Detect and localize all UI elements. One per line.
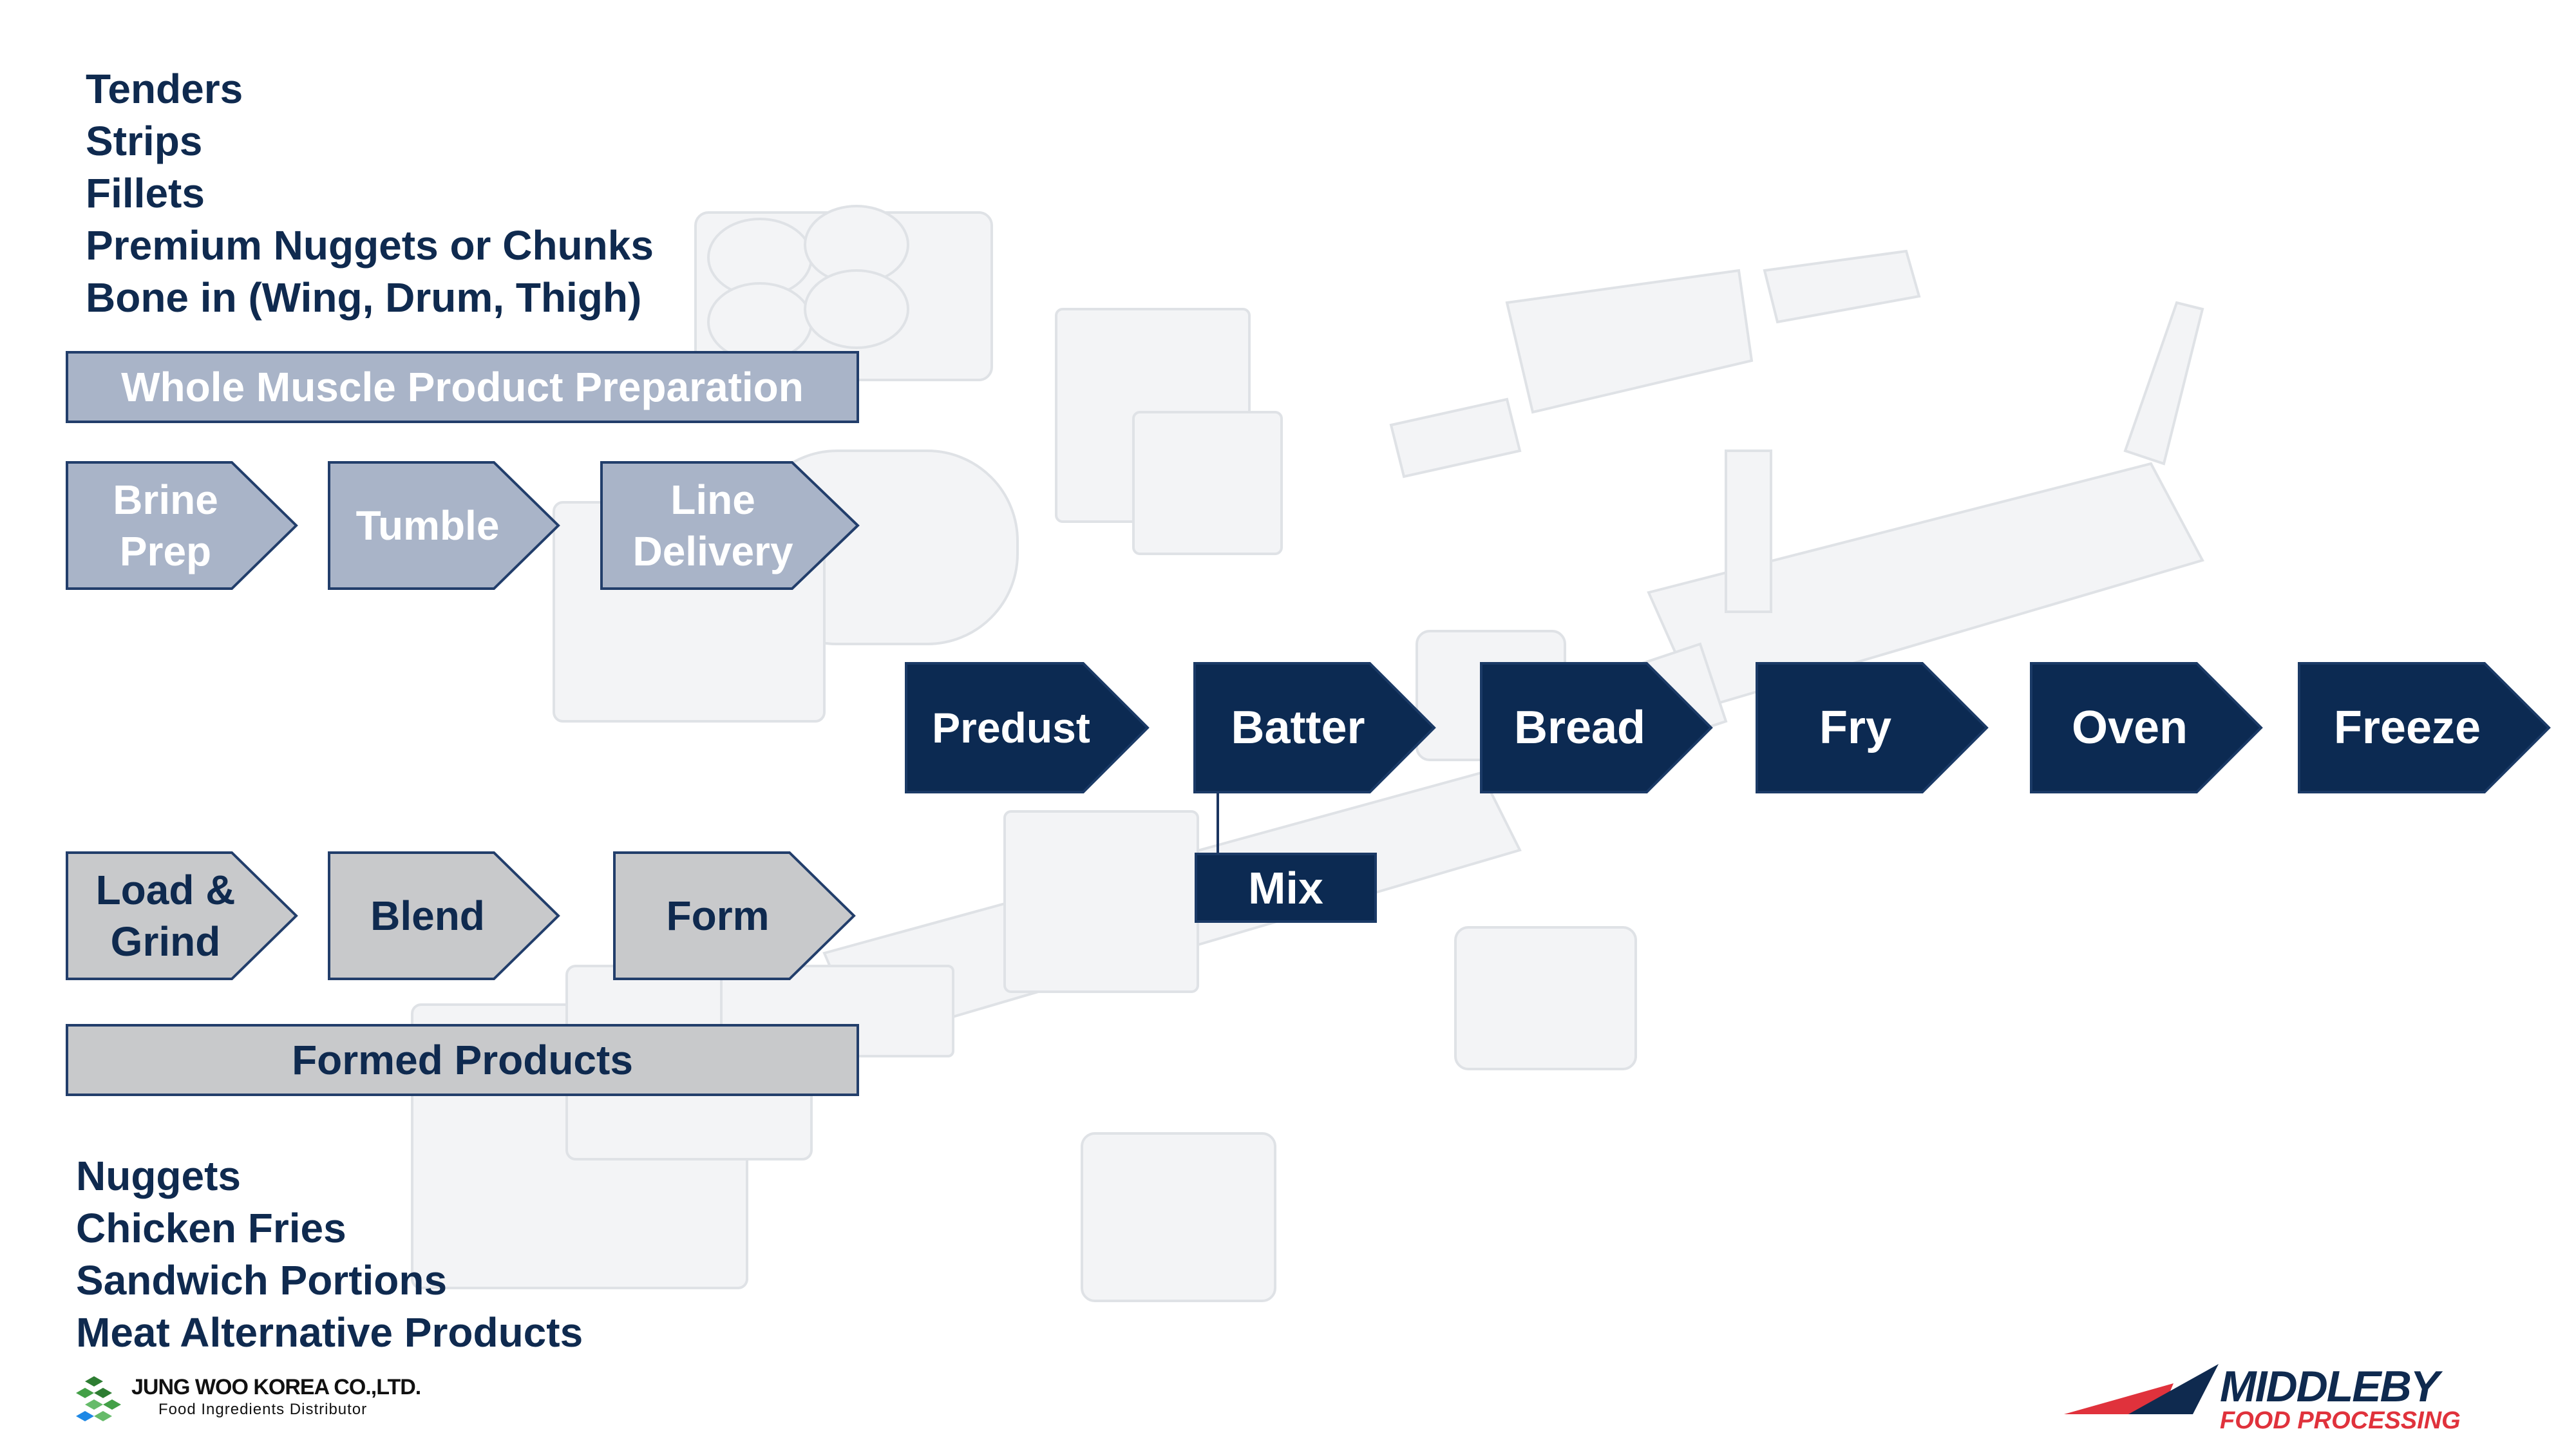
form-step: Form [613, 851, 856, 980]
step-label: Tumble [355, 502, 500, 549]
formed-products-header: Formed Products [66, 1024, 859, 1096]
list-item: Sandwich Portions [76, 1257, 448, 1303]
step-label: Blend [370, 893, 485, 939]
mix-step: Mix [1195, 853, 1377, 923]
whole-muscle-products-list: Tenders Strips Fillets Premium Nuggets o… [86, 63, 654, 324]
jung-woo-name: JUNG WOO KOREA CO.,LTD. [131, 1375, 421, 1399]
formed-products-list: Nuggets Chicken Fries Sandwich Portions … [76, 1150, 583, 1359]
oven-step: Oven [2030, 662, 2263, 793]
jung-woo-tagline: Food Ingredients Distributor [158, 1401, 368, 1418]
load-grind-step: Load & Grind [66, 851, 298, 980]
whole-muscle-header: Whole Muscle Product Preparation [66, 351, 859, 423]
step-label: Predust [932, 704, 1090, 752]
list-item: Chicken Fries [76, 1205, 346, 1251]
list-item: Tenders [86, 66, 243, 112]
step-label: Brine Prep [113, 477, 218, 574]
list-item: Strips [86, 118, 203, 164]
middleby-tagline: FOOD PROCESSING [2220, 1407, 2461, 1434]
step-label: Bread [1513, 702, 1646, 753]
middleby-logo: MIDDLEBY FOOD PROCESSING [2064, 1364, 2508, 1435]
predust-step: Predust [905, 662, 1150, 793]
freeze-step: Freeze [2298, 662, 2551, 793]
list-item: Nuggets [76, 1153, 241, 1199]
jung-woo-logo-icon [76, 1376, 121, 1421]
tumble-step: Tumble [328, 461, 560, 590]
step-label: Line Delivery [632, 477, 793, 574]
mix-connector-line [1217, 793, 1219, 854]
middleby-name: MIDDLEBY [2220, 1362, 2439, 1411]
line-delivery-step: Line Delivery [600, 461, 860, 590]
jung-woo-logo: JUNG WOO KOREA CO.,LTD. Food Ingredients… [75, 1374, 435, 1425]
list-item: Meat Alternative Products [76, 1309, 583, 1356]
step-label: Oven [2071, 702, 2188, 753]
bread-step: Bread [1480, 662, 1713, 793]
middleby-logo-icon [2064, 1364, 2219, 1414]
step-label: Form [666, 893, 770, 939]
step-label: Load & Grind [95, 867, 236, 965]
step-label: Batter [1231, 702, 1365, 753]
list-item: Fillets [86, 170, 205, 216]
fry-step: Fry [1756, 662, 1989, 793]
batter-step: Batter [1193, 662, 1436, 793]
list-item: Premium Nuggets or Chunks [86, 222, 654, 269]
blend-step: Blend [328, 851, 560, 980]
step-label: Fry [1819, 702, 1892, 753]
step-label: Freeze [2333, 702, 2481, 753]
list-item: Bone in (Wing, Drum, Thigh) [86, 274, 642, 321]
brine-prep-step: Brine Prep [66, 461, 298, 590]
